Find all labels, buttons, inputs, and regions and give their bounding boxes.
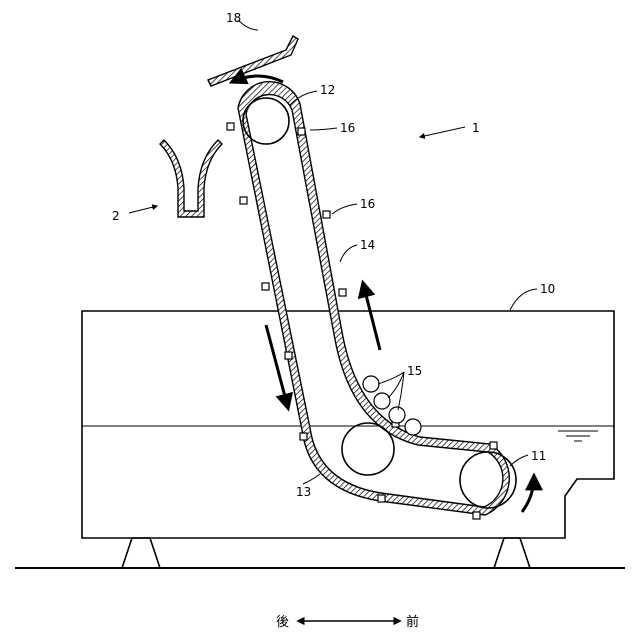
tank-body (82, 311, 614, 538)
chute (160, 140, 222, 217)
label-tank: 10 (540, 282, 555, 296)
direction-front-label: 前 (406, 614, 419, 630)
label-objects: 15 (407, 364, 422, 378)
liquid-surface-symbol (558, 431, 598, 441)
direction-back-label: 後 (276, 615, 289, 630)
label-scraper: 18 (226, 11, 241, 25)
label-belt: 14 (360, 238, 375, 252)
conveyor-belt (238, 82, 509, 515)
support-feet (122, 538, 530, 568)
label-front-pulley: 11 (531, 449, 546, 463)
scraper-blade (208, 36, 298, 86)
bend-pulley (342, 423, 394, 475)
direction-indicator: 後 前 (276, 614, 419, 630)
label-conveyor: 1 (472, 121, 480, 135)
label-chute: 2 (112, 209, 120, 223)
label-bend-pulley: 13 (296, 485, 311, 499)
label-cleat-upper: 16 (340, 121, 355, 135)
belt-cleats (227, 123, 497, 519)
label-head-pulley: 12 (320, 83, 335, 97)
label-cleat-lower: 16 (360, 197, 375, 211)
head-pulley (243, 98, 289, 144)
